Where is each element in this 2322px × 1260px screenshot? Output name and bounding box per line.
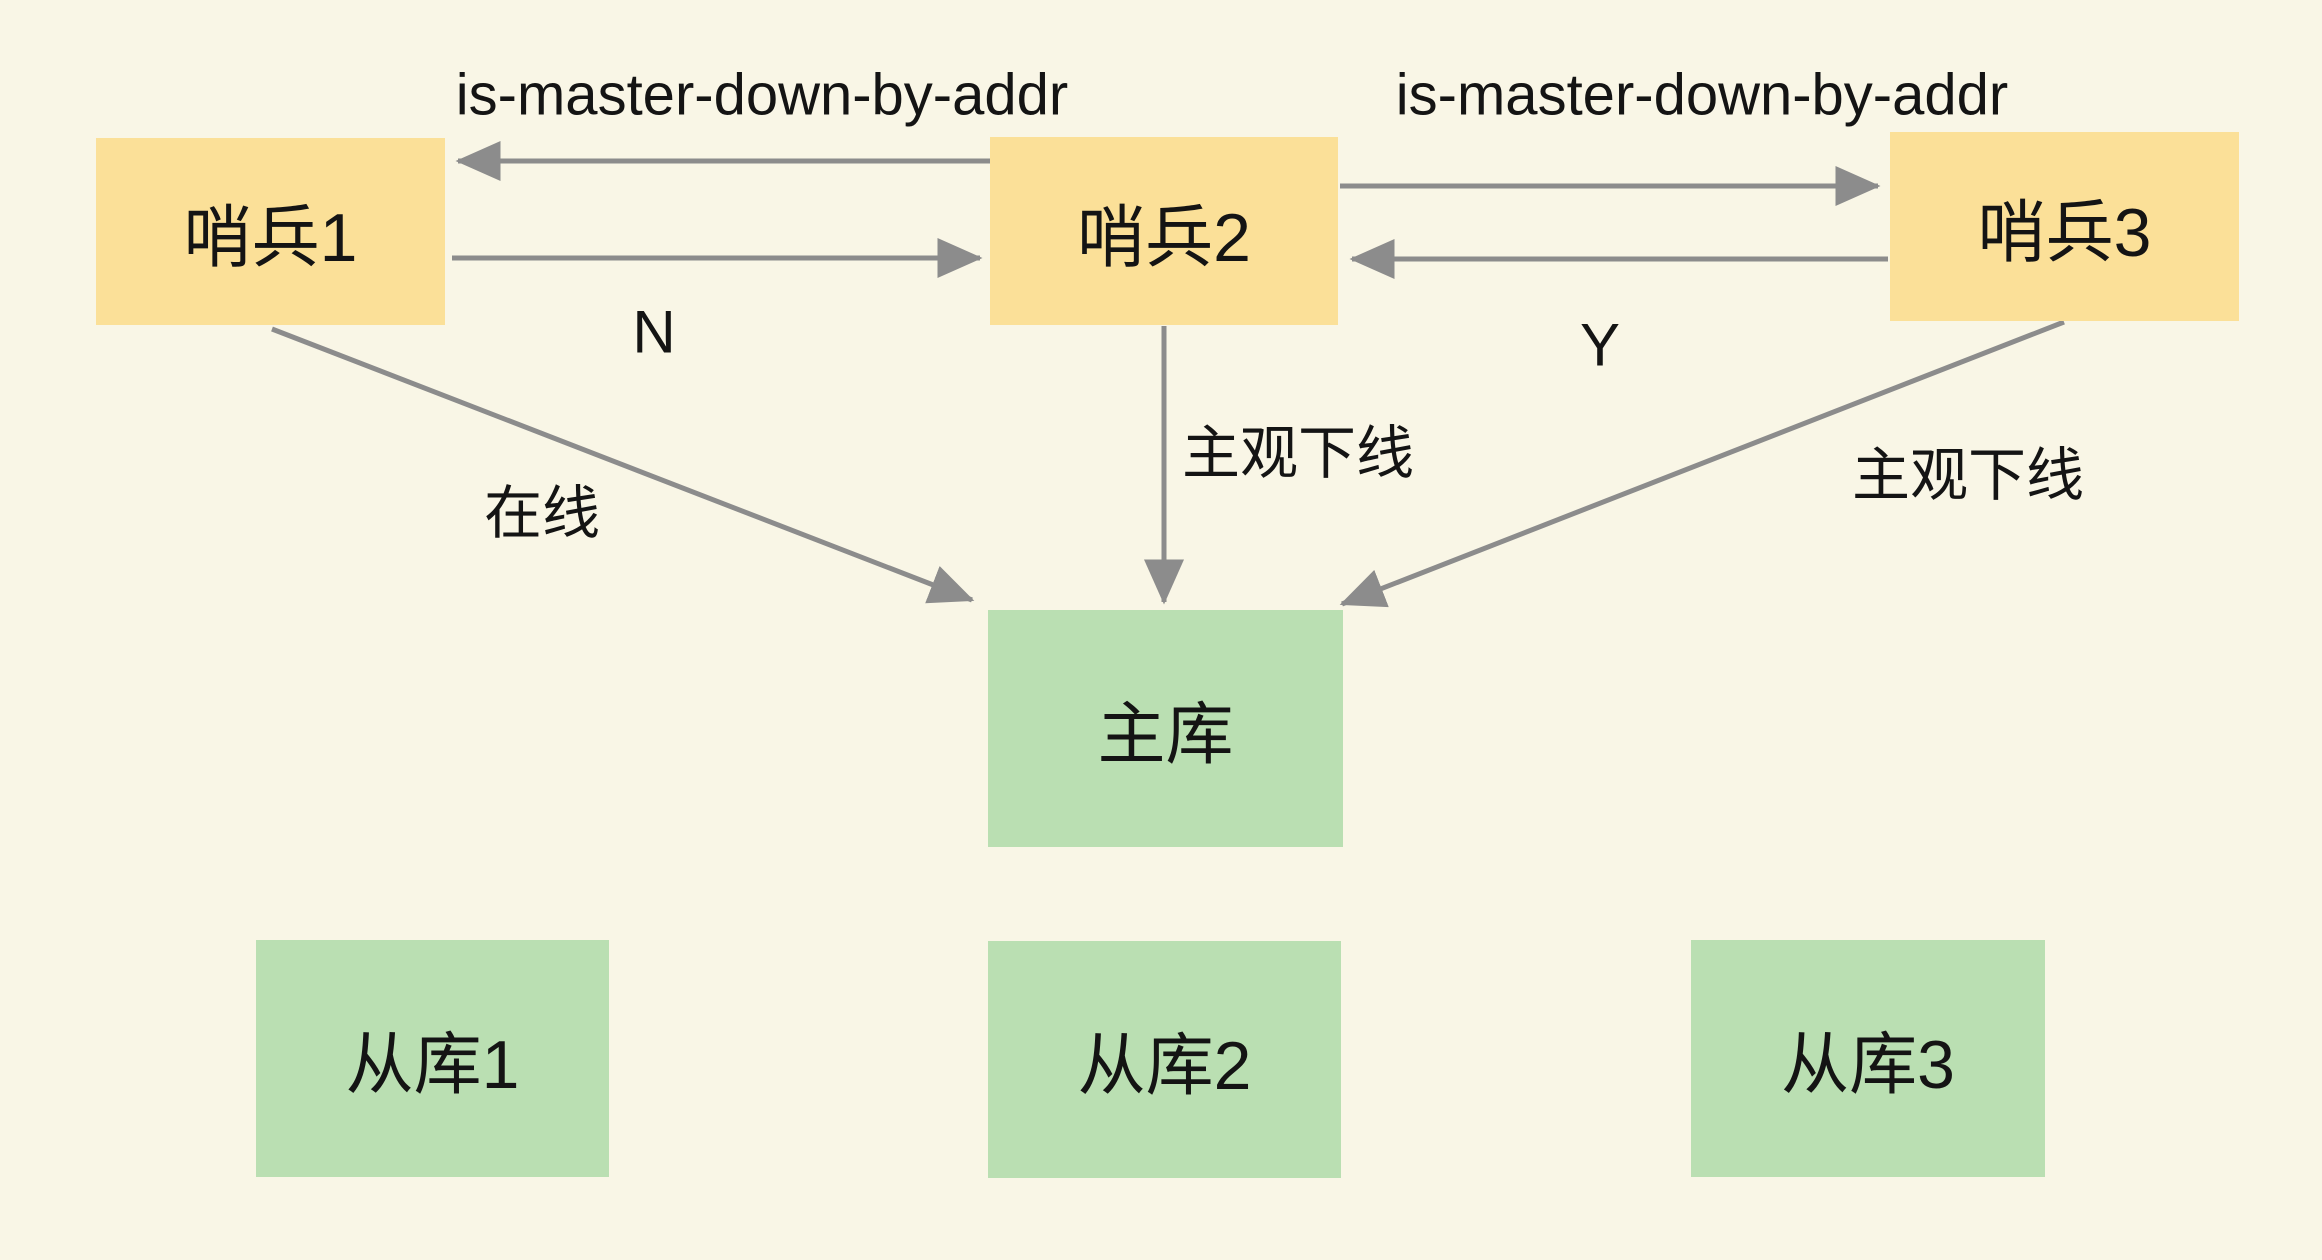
node-sentinel-3: 哨兵3 — [1890, 132, 2239, 321]
edge-label-y: Y — [1579, 311, 1621, 379]
node-sentinel-2: 哨兵2 — [990, 137, 1338, 325]
edge-label-n: N — [632, 298, 676, 366]
node-slave-db-3: 从库3 — [1691, 940, 2045, 1177]
node-sentinel-1: 哨兵1 — [96, 138, 445, 325]
edge-label-is-master-down-by-addr-right: is-master-down-by-addr — [1395, 62, 2009, 128]
edge-label-subjective-down-right: 主观下线 — [1851, 443, 2085, 508]
node-master-db: 主库 — [988, 610, 1343, 847]
arrow-sentinel1-to-master — [271, 326, 975, 604]
node-slave-db-1: 从库1 — [256, 940, 609, 1177]
edge-label-online: 在线 — [483, 481, 601, 546]
arrow-sentinel3-to-master — [1339, 319, 2065, 608]
node-slave-db-2: 从库2 — [988, 941, 1341, 1178]
edge-label-subjective-down-middle: 主观下线 — [1181, 421, 1415, 486]
edge-label-is-master-down-by-addr-left: is-master-down-by-addr — [455, 62, 1069, 128]
